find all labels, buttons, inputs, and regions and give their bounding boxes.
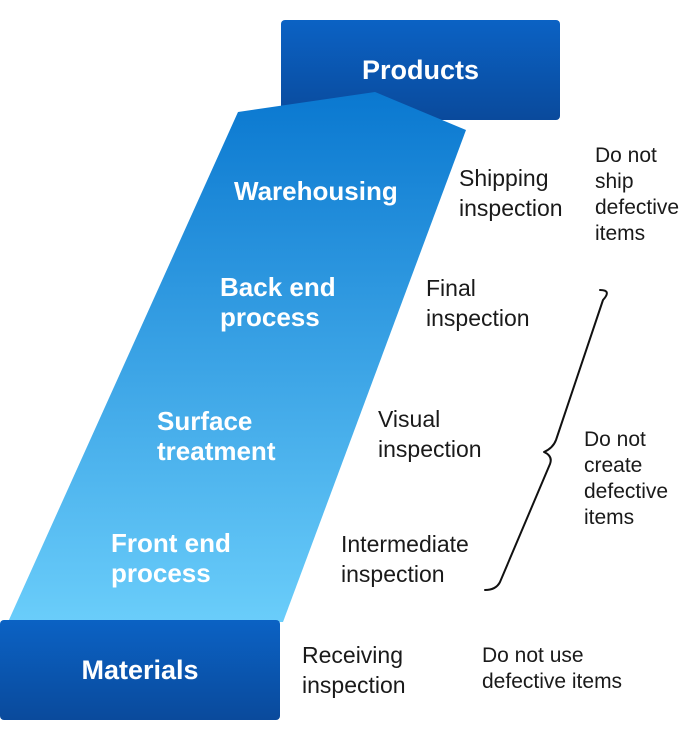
stage-warehousing: Warehousing xyxy=(234,176,398,206)
inspection-final: Final inspection xyxy=(426,275,530,331)
products-box xyxy=(281,20,560,120)
stage-surface-treatment: Surface treatment xyxy=(157,406,276,466)
inspection-visual: Visual inspection xyxy=(378,406,482,462)
note-do-not-use: Do not use defective items xyxy=(482,644,623,693)
inspection-shipping: Shipping inspection xyxy=(459,165,563,221)
stage-back-end-process: Back end process xyxy=(220,272,336,332)
inspection-bracket xyxy=(484,289,608,591)
stage-front-end-process: Front end process xyxy=(111,528,231,588)
materials-box xyxy=(0,620,280,720)
note-do-not-create: Do not create defective items xyxy=(584,428,669,529)
inspection-intermediate: Intermediate inspection xyxy=(341,531,469,587)
inspection-receiving: Receiving inspection xyxy=(302,642,406,698)
process-band-arrow xyxy=(8,92,466,622)
products-label: Products xyxy=(361,55,480,85)
materials-label: Materials xyxy=(81,655,199,685)
note-do-not-ship: Do not ship defective items xyxy=(595,144,680,245)
